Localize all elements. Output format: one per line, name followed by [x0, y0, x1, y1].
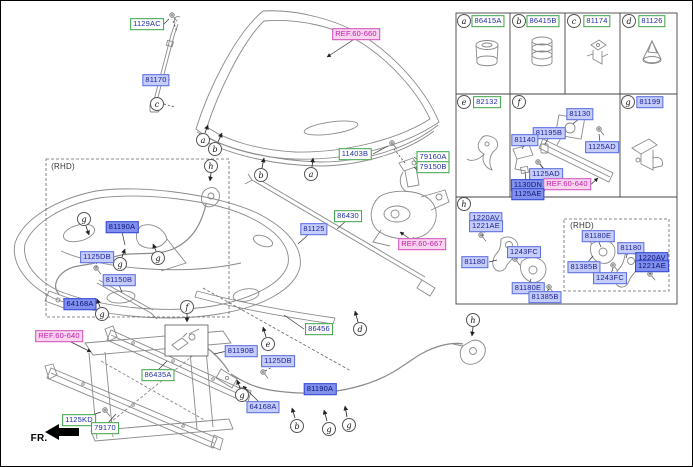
- part-label-81195b[interactable]: 81195B: [532, 127, 566, 139]
- callout-b: b: [208, 142, 222, 156]
- part-label-81190b[interactable]: 81190B: [224, 345, 258, 357]
- part-label-1125kd[interactable]: 1125KD: [62, 414, 96, 426]
- table-icon-clip-c: [586, 39, 609, 65]
- callout-e: e: [457, 95, 471, 109]
- table-icon-bumper-a: [475, 40, 499, 67]
- callout-c: c: [567, 14, 581, 28]
- front-seal-strip-drawing: [194, 290, 336, 325]
- part-label-1221ae[interactable]: 1221AE: [635, 260, 669, 272]
- callout-arrows: [85, 124, 475, 422]
- callout-a: a: [304, 167, 318, 181]
- part-label-81180[interactable]: 81180: [461, 256, 489, 268]
- part-label-1243fc[interactable]: 1243FC: [593, 272, 627, 284]
- callout-e: e: [261, 337, 275, 351]
- part-label-81126[interactable]: 81126: [638, 15, 666, 27]
- lower-rail-drawing: [44, 363, 224, 451]
- hood-insulator-pad-drawing: [13, 188, 301, 319]
- callout-g: g: [322, 422, 336, 436]
- part-label-ref-60-640[interactable]: REF.60-640: [35, 330, 83, 342]
- part-label-1125db[interactable]: 1125DB: [261, 355, 295, 367]
- callout-a: a: [196, 133, 210, 147]
- callout-d: d: [622, 14, 636, 28]
- callout-g: g: [113, 257, 127, 271]
- part-label-ref-60-667[interactable]: REF.60-667: [398, 238, 446, 250]
- part-label-86415b[interactable]: 86415B: [526, 15, 560, 27]
- part-label-1125ae[interactable]: 1125AE: [511, 188, 545, 200]
- part-label-81180e[interactable]: 81180E: [511, 282, 545, 294]
- callout-b: b: [254, 168, 268, 182]
- part-label-81150b[interactable]: 81150B: [102, 274, 136, 286]
- part-label-ref-60-660[interactable]: REF.60-660: [332, 28, 380, 40]
- part-label-81180[interactable]: 81180: [617, 242, 645, 254]
- callout-g: g: [235, 388, 249, 402]
- callout-f: f: [512, 95, 526, 109]
- table-icon-bumper-b: [531, 36, 553, 67]
- part-label-1221ae[interactable]: 1221AE: [469, 220, 503, 232]
- part-label-81170[interactable]: 81170: [142, 74, 170, 86]
- part-label-81385b[interactable]: 81385B: [567, 261, 601, 273]
- callout-b: b: [290, 419, 304, 433]
- parts-table-grid: [455, 12, 678, 305]
- part-label-1125db[interactable]: 1125DB: [80, 251, 114, 263]
- callout-c: c: [150, 97, 164, 111]
- part-label-ref-60-640[interactable]: REF.60-640: [543, 178, 591, 190]
- callout-g: g: [342, 418, 356, 432]
- callout-b: b: [512, 14, 526, 28]
- part-label-82132[interactable]: 82132: [473, 96, 501, 108]
- dashed-boundaries: [45, 158, 670, 372]
- part-label-86415a[interactable]: 86415A: [471, 15, 505, 27]
- part-label-81130[interactable]: 81130: [566, 108, 594, 120]
- part-label-1243fc[interactable]: 1243FC: [507, 246, 541, 258]
- callout-a: a: [457, 14, 471, 28]
- callout-h: h: [466, 313, 480, 327]
- part-label-86430[interactable]: 86430: [334, 210, 362, 222]
- part-label-79170[interactable]: 79170: [91, 422, 119, 434]
- part-label-79150b[interactable]: 79150B: [416, 161, 450, 173]
- part-label-86435a[interactable]: 86435A: [141, 369, 175, 381]
- callout-g: g: [151, 251, 165, 265]
- callout-h: h: [204, 159, 218, 173]
- callout-d: d: [353, 322, 367, 336]
- part-label-64168a[interactable]: 64168A: [63, 298, 97, 310]
- part-label-81199[interactable]: 81199: [636, 96, 664, 108]
- callout-f: f: [180, 300, 194, 314]
- callout-g: g: [621, 95, 635, 109]
- part-label-11403b[interactable]: 11403B: [338, 148, 372, 160]
- table-icon-bracket-g: [631, 138, 663, 171]
- table-icon-holder-e: [466, 135, 499, 171]
- callout-g: g: [95, 307, 109, 321]
- part-label-81174[interactable]: 81174: [583, 15, 611, 27]
- hood-weatherstrip-drawing: [244, 173, 436, 297]
- rhd-caption-left: (RHD): [51, 161, 75, 171]
- hood-panel-drawing: [195, 10, 440, 167]
- part-label-81190a[interactable]: 81190A: [303, 383, 337, 395]
- part-label-81385b[interactable]: 81385B: [528, 291, 562, 303]
- clip-detail-inset: [164, 324, 209, 357]
- rhd-caption-table: (RHD): [570, 220, 594, 230]
- fr-caption: FR.: [30, 432, 48, 444]
- part-label-1129ac[interactable]: 1129AC: [130, 18, 164, 30]
- part-label-81125[interactable]: 81125: [300, 223, 328, 235]
- table-icon-clip-d: [642, 39, 662, 64]
- part-label-81140[interactable]: 81140: [511, 134, 539, 146]
- callout-h: h: [457, 197, 471, 211]
- release-handle-drawing: [452, 339, 486, 365]
- part-label-81180e[interactable]: 81180E: [581, 230, 615, 242]
- part-label-64168a[interactable]: 64168A: [246, 401, 280, 413]
- part-label-86456[interactable]: 86456: [305, 323, 333, 335]
- callout-g: g: [77, 212, 91, 226]
- part-label-81190a[interactable]: 81190A: [105, 221, 139, 233]
- part-label-1125ad[interactable]: 1125AD: [585, 141, 619, 153]
- fr-direction-arrow: [45, 424, 79, 440]
